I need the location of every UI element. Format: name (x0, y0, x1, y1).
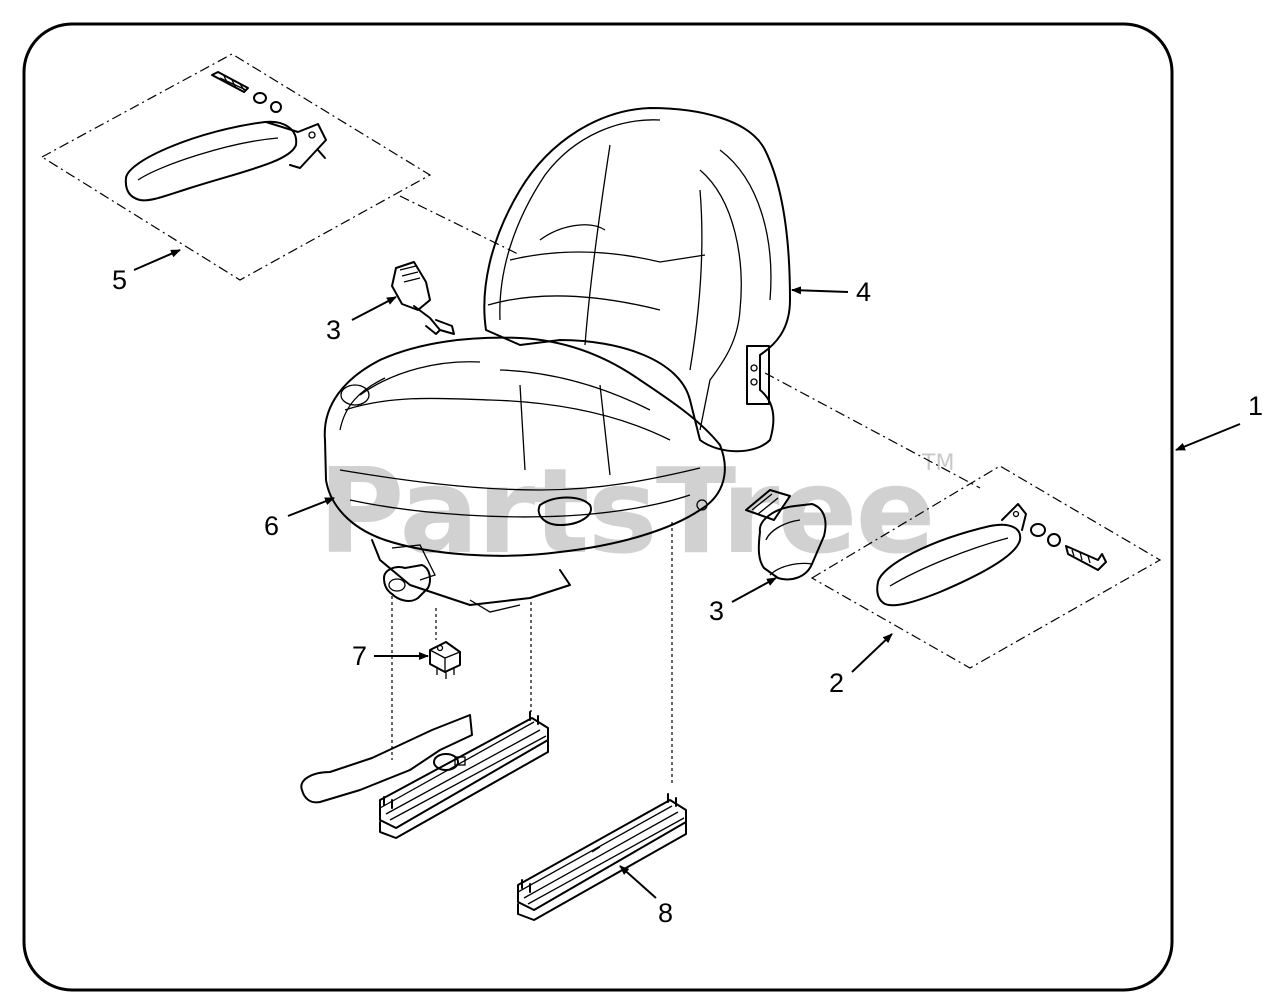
svg-text:2: 2 (829, 668, 844, 698)
callout-1: 1 (1175, 391, 1263, 451)
callout-4: 4 (791, 277, 871, 307)
seat-belt-retractor-right (745, 489, 827, 581)
svg-text:5: 5 (112, 265, 127, 295)
svg-text:4: 4 (856, 277, 871, 307)
callout-7: 7 (352, 641, 429, 671)
slide-rail-right (517, 793, 687, 921)
callout-3-left: 3 (326, 296, 397, 345)
callout-6: 6 (264, 497, 335, 541)
seat-switch (429, 641, 461, 679)
callout-3-right: 3 (709, 577, 777, 626)
seat-belt-buckle-left (391, 261, 455, 335)
armrest-right-group (810, 465, 1162, 669)
svg-text:3: 3 (326, 315, 341, 345)
svg-text:1: 1 (1248, 391, 1263, 421)
callout-2: 2 (829, 633, 893, 698)
diagram-frame (22, 22, 1174, 992)
seat-cushion (323, 336, 726, 613)
svg-text:6: 6 (264, 511, 279, 541)
slide-rail-left (300, 711, 549, 839)
svg-text:8: 8 (658, 898, 673, 928)
callout-5: 5 (112, 249, 181, 295)
watermark: PartsTree (318, 442, 934, 580)
seat-backrest (483, 107, 791, 453)
svg-text:3: 3 (709, 596, 724, 626)
armrest-left-group (40, 53, 432, 281)
svg-text:7: 7 (352, 641, 367, 671)
callout-8: 8 (619, 865, 673, 928)
